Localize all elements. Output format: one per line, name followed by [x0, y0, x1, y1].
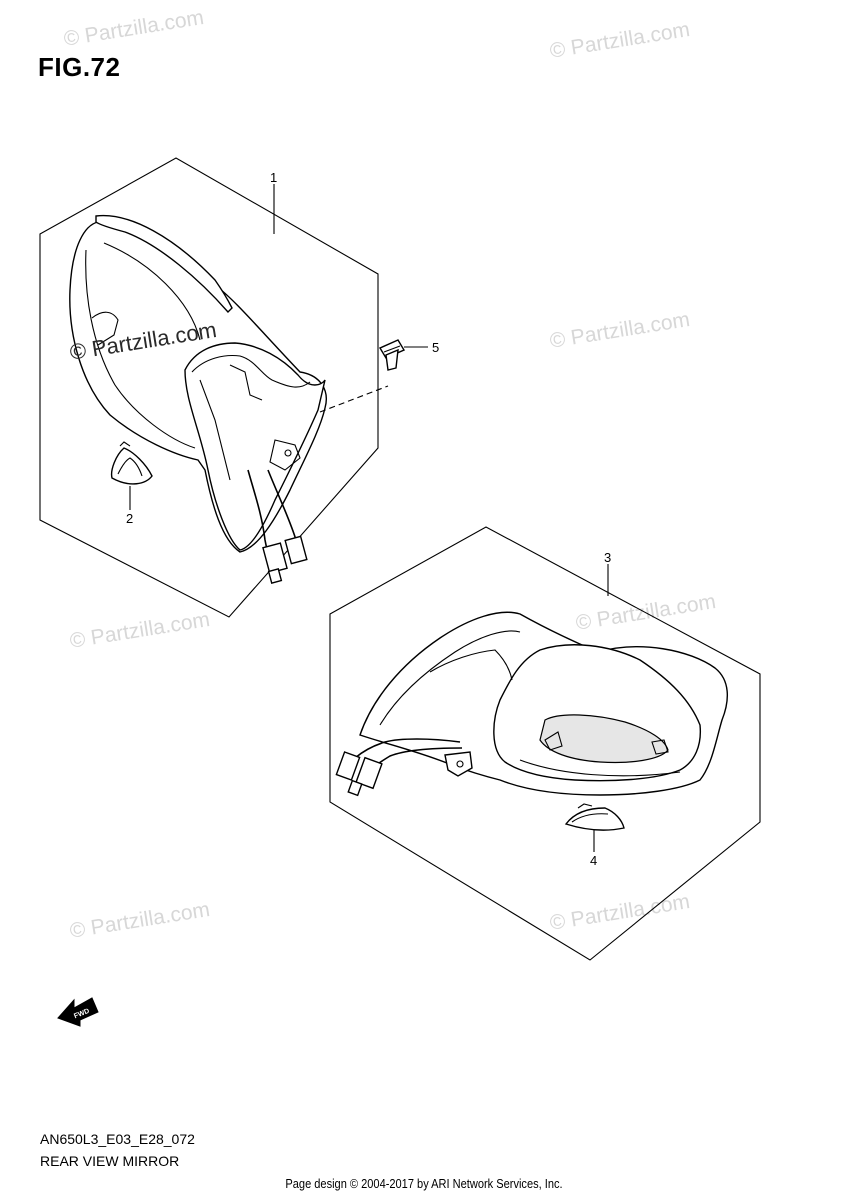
page-footer: Page design © 2004-2017 by ARI Network S…	[285, 1176, 563, 1191]
part-3-mirror	[335, 611, 728, 797]
part-3-box	[329, 526, 761, 961]
part-5-bolt	[378, 339, 406, 371]
figure-caption: REAR VIEW MIRROR	[40, 1153, 180, 1169]
fwd-arrow-icon: FWD	[57, 997, 99, 1027]
part-2-cover	[110, 441, 153, 485]
callout-4: 4	[590, 853, 597, 868]
figure-title: FIG.72	[38, 52, 121, 82]
callout-2: 2	[126, 511, 133, 526]
part-1-box	[39, 157, 379, 618]
figure-code: AN650L3_E03_E28_072	[40, 1131, 195, 1147]
part-4-cover	[564, 803, 625, 831]
callout-1: 1	[270, 170, 277, 185]
part-1-mirror	[69, 214, 389, 584]
callout-5: 5	[432, 340, 439, 355]
callout-3: 3	[604, 550, 611, 565]
